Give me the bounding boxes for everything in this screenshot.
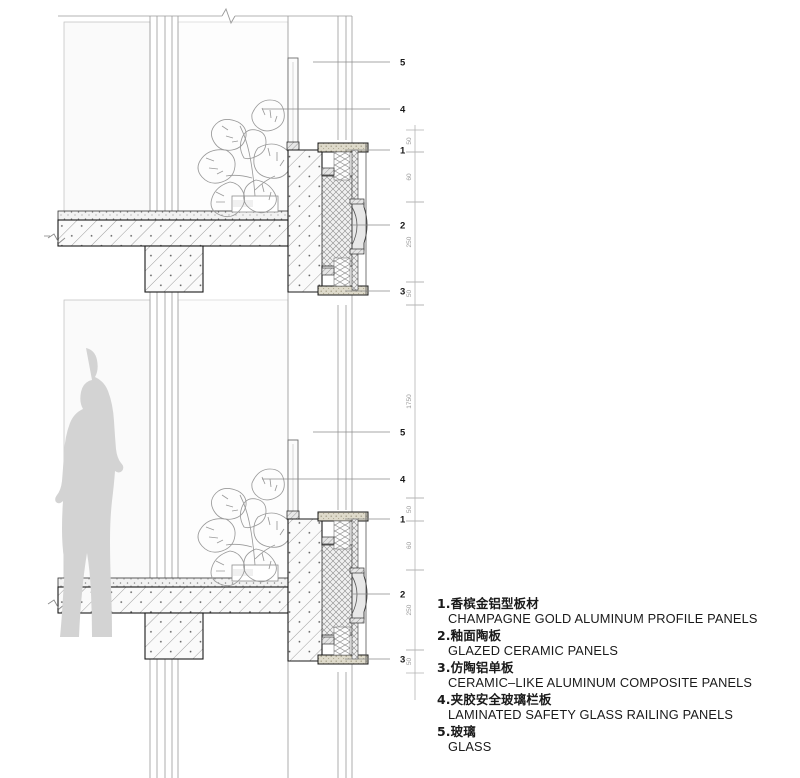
callout-number: 3	[400, 287, 405, 298]
callout-group: 5 4 1 2 3 5 4 1 2 3	[262, 58, 406, 666]
upper-planter	[231, 195, 279, 213]
callout-2: 2	[352, 221, 405, 232]
dimension-value: 1750	[406, 394, 413, 409]
callout-number: 4	[400, 475, 406, 486]
legend-label-en: CHAMPAGNE GOLD ALUMINUM PROFILE PANELS	[448, 611, 758, 626]
callout-1: 1	[345, 146, 406, 157]
legend-label-cn: 1.香槟金铝型板材	[437, 596, 539, 611]
callout-number: 5	[400, 428, 406, 439]
drawing-canvas: 5 4 1 2 3 5 4 1 2 3 50 60 250 50 1750 50 60 250 50	[44, 7, 424, 778]
callout-4: 4	[262, 475, 406, 486]
legend-label-en: GLAZED CERAMIC PANELS	[448, 643, 619, 658]
lower-facade-assembly	[287, 511, 369, 665]
dimension-value: 250	[406, 604, 413, 615]
callout-number: 5	[400, 58, 406, 69]
legend-label-en: LAMINATED SAFETY GLASS RAILING PANELS	[448, 707, 734, 722]
lower-planter	[231, 564, 279, 582]
dimension-value: 50	[406, 658, 413, 666]
lower-floor-slab	[47, 577, 289, 660]
dimension-value: 50	[406, 290, 413, 298]
top-reference-line	[58, 7, 352, 25]
dimension-value: 50	[406, 137, 413, 145]
legend-label-cn: 3.仿陶铝单板	[437, 660, 514, 675]
legend-label-cn: 4.夹胶安全玻璃栏板	[437, 692, 552, 707]
legend-label-en: CERAMIC–LIKE ALUMINUM COMPOSITE PANELS	[448, 675, 753, 690]
upper-facade-assembly	[287, 142, 369, 296]
lower-glass-railing	[286, 439, 300, 520]
scale-human-silhouette	[55, 348, 124, 637]
callout-number: 4	[400, 105, 406, 116]
callout-number: 1	[400, 515, 406, 526]
callout-3: 3	[345, 287, 405, 298]
dimension-value: 60	[406, 173, 413, 181]
upper-glass-railing	[286, 57, 300, 151]
callout-number: 2	[400, 221, 405, 232]
legend-label-cn: 5.玻璃	[437, 724, 476, 739]
callout-3: 3	[345, 655, 405, 666]
dimension-value: 250	[406, 236, 413, 247]
legend-label-cn: 2.釉面陶板	[437, 628, 502, 643]
dimension-value: 60	[406, 542, 413, 550]
callout-1: 1	[345, 515, 406, 526]
callout-2: 2	[352, 590, 405, 601]
upper-floor-slab	[44, 210, 289, 293]
callout-number: 3	[400, 655, 405, 666]
callout-4: 4	[262, 105, 406, 116]
callout-5: 5	[313, 428, 406, 439]
dimension-value: 50	[406, 506, 413, 514]
legend-label-en: GLASS	[448, 739, 492, 754]
lower-plant	[197, 468, 293, 587]
callout-number: 2	[400, 590, 405, 601]
callout-number: 1	[400, 146, 406, 157]
callout-5: 5	[313, 58, 406, 69]
upper-plant	[197, 99, 293, 218]
